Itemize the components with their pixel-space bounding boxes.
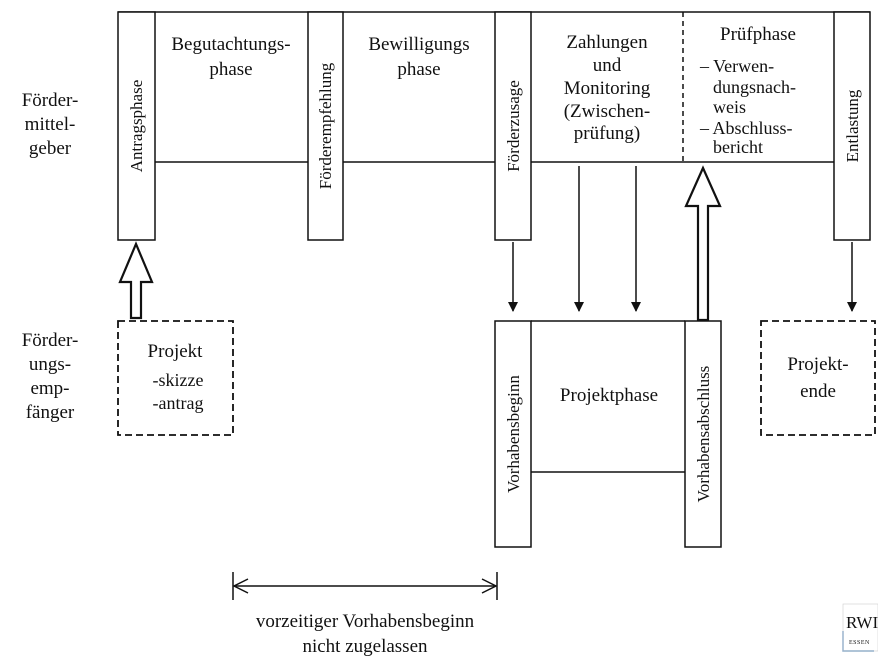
svg-text:phase: phase bbox=[209, 59, 252, 80]
box-projekt-skizze-antrag: Projekt -skizze -antrag bbox=[117, 320, 234, 436]
svg-text:phase: phase bbox=[397, 59, 440, 80]
svg-text:(Zwischen-: (Zwischen- bbox=[564, 101, 651, 122]
svg-text:Prüfphase: Prüfphase bbox=[720, 24, 796, 45]
svg-text:Entlastung: Entlastung bbox=[843, 89, 862, 162]
phase-pruefphase: Prüfphase – Verwen- dungsnach- weis – Ab… bbox=[699, 24, 796, 157]
svg-text:Begutachtungs-: Begutachtungs- bbox=[171, 34, 290, 55]
svg-text:vorzeitiger Vorhabensbeginn: vorzeitiger Vorhabensbeginn bbox=[256, 611, 475, 632]
svg-text:geber: geber bbox=[29, 138, 72, 159]
phase-begutachtung: Begutachtungs- phase bbox=[171, 34, 290, 80]
project-band-lines bbox=[531, 320, 685, 473]
box-projektende: Projekt- ende bbox=[760, 320, 876, 436]
phase-bewilligung: Bewilligungs phase bbox=[368, 34, 469, 80]
upper-band-lines bbox=[118, 11, 870, 163]
row-label-foerderungsempfaenger: Förder- ungs- emp- fänger bbox=[22, 330, 79, 423]
milestone-vorhabensabschluss: Vorhabensabschluss bbox=[684, 320, 722, 548]
milestone-vorhabensbeginn: Vorhabensbeginn bbox=[494, 320, 532, 548]
rwi-logo: RWI ESSEN bbox=[842, 603, 878, 652]
svg-text:– Abschluss-: – Abschluss- bbox=[699, 118, 793, 138]
svg-text:Vorhabensbeginn: Vorhabensbeginn bbox=[504, 375, 523, 493]
svg-text:ESSEN: ESSEN bbox=[849, 640, 870, 646]
svg-text:Förderzusage: Förderzusage bbox=[504, 80, 523, 172]
svg-text:Förder-: Förder- bbox=[22, 330, 79, 351]
svg-text:Monitoring: Monitoring bbox=[564, 78, 651, 99]
svg-text:Projekt: Projekt bbox=[148, 341, 204, 362]
milestone-antragsphase: Antragsphase bbox=[117, 11, 156, 241]
milestone-entlastung: Entlastung bbox=[833, 11, 871, 241]
svg-text:Zahlungen: Zahlungen bbox=[566, 32, 648, 53]
svg-text:Förderempfehlung: Förderempfehlung bbox=[316, 62, 335, 189]
range-arrow-vorzeitig bbox=[232, 572, 498, 600]
svg-text:fänger: fänger bbox=[26, 402, 75, 423]
svg-text:– Verwen-: – Verwen- bbox=[699, 56, 774, 76]
svg-text:Antragsphase: Antragsphase bbox=[127, 80, 146, 173]
phase-projektphase: Projektphase bbox=[560, 385, 658, 406]
row-label-foerdermittelgeber: Förder- mittel- geber bbox=[22, 90, 79, 159]
svg-text:emp-: emp- bbox=[30, 378, 69, 399]
svg-text:Bewilligungs: Bewilligungs bbox=[368, 34, 469, 55]
solid-arrows bbox=[508, 166, 857, 312]
svg-text:RWI: RWI bbox=[846, 613, 878, 632]
svg-text:Förder-: Förder- bbox=[22, 90, 79, 111]
svg-text:Projekt-: Projekt- bbox=[787, 354, 848, 375]
svg-text:Vorhabensabschluss: Vorhabensabschluss bbox=[694, 366, 713, 503]
svg-text:ungs-: ungs- bbox=[29, 354, 71, 375]
phase-zahlungen-monitoring: Zahlungen und Monitoring (Zwischen- prüf… bbox=[564, 32, 651, 144]
hollow-arrow-up-pruefung bbox=[684, 165, 722, 322]
svg-text:weis: weis bbox=[713, 97, 746, 117]
svg-text:mittel-: mittel- bbox=[25, 114, 76, 135]
milestone-foerderzusage: Förderzusage bbox=[494, 11, 532, 241]
svg-text:dungsnach-: dungsnach- bbox=[713, 77, 796, 97]
svg-text:ende: ende bbox=[800, 381, 836, 402]
hollow-arrow-up-antrag bbox=[118, 241, 154, 320]
svg-text:prüfung): prüfung) bbox=[574, 123, 640, 144]
svg-text:-skizze: -skizze bbox=[153, 370, 204, 390]
note-vorzeitiger-vorhabensbeginn: vorzeitiger Vorhabensbeginn nicht zugela… bbox=[256, 611, 475, 657]
svg-text:-antrag: -antrag bbox=[153, 393, 204, 413]
svg-text:und: und bbox=[593, 55, 622, 76]
svg-text:nicht zugelassen: nicht zugelassen bbox=[302, 636, 428, 657]
milestone-foerderempfehlung: Förderempfehlung bbox=[307, 11, 344, 241]
svg-text:bericht: bericht bbox=[713, 137, 763, 157]
